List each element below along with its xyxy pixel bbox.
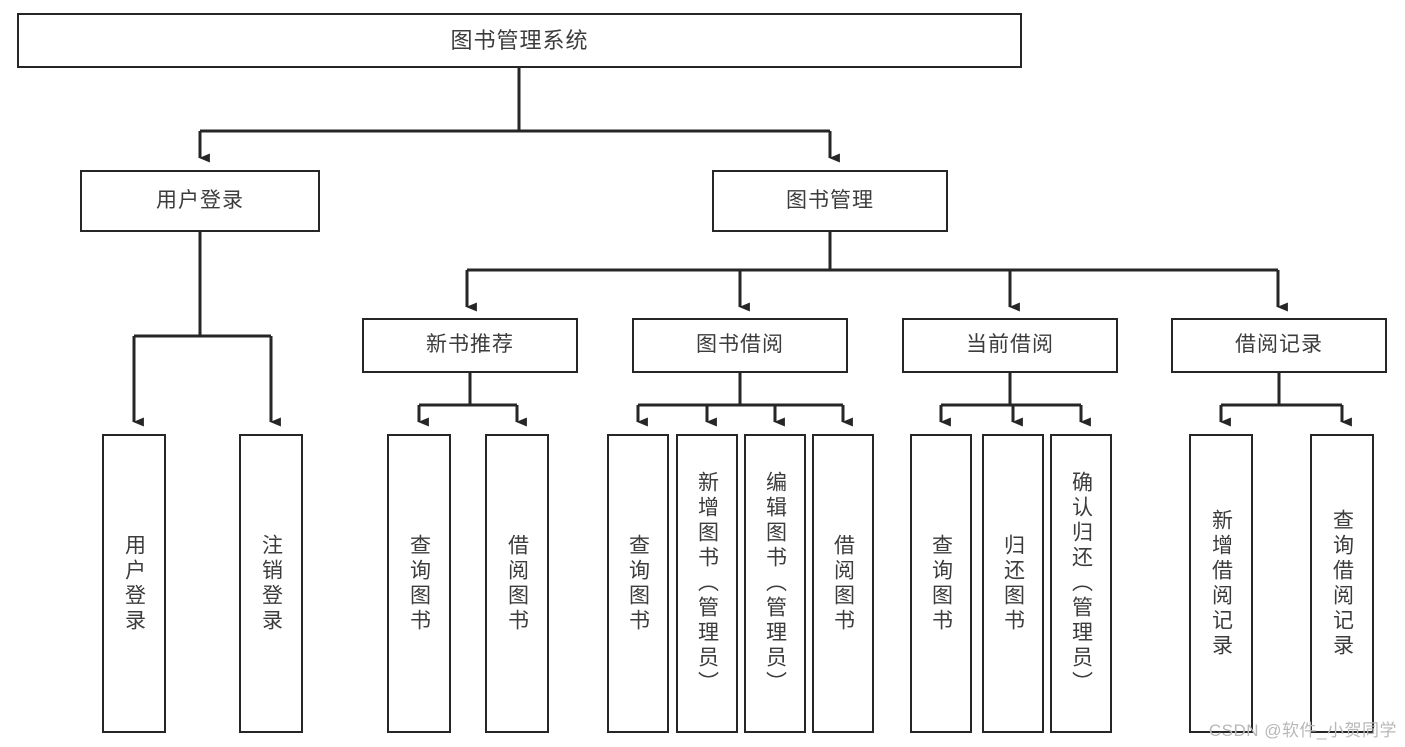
node-leaf-add-book-label: 新增图书（管理员） — [695, 471, 719, 696]
node-leaf-query-record-label: 查询借阅记录 — [1330, 508, 1354, 659]
node-leaf-query-book-2-label: 查询图书 — [626, 533, 650, 634]
node-new-book-rec-label: 新书推荐 — [426, 333, 514, 357]
node-user-login-label: 用户登录 — [156, 188, 244, 212]
node-leaf-borrow-book-2[interactable]: 借阅图书 — [812, 434, 874, 733]
watermark-text: CSDN @软件_小贺同学 — [1208, 721, 1397, 740]
node-book-borrow-label: 图书借阅 — [696, 333, 784, 357]
node-leaf-logout[interactable]: 注销登录 — [239, 434, 303, 733]
node-new-book-rec[interactable]: 新书推荐 — [362, 318, 578, 373]
node-leaf-return-book[interactable]: 归还图书 — [982, 434, 1044, 733]
node-book-manage[interactable]: 图书管理 — [712, 170, 948, 232]
node-leaf-edit-book-label: 编辑图书（管理员） — [763, 471, 787, 696]
node-borrow-record[interactable]: 借阅记录 — [1171, 318, 1387, 373]
node-root[interactable]: 图书管理系统 — [17, 13, 1022, 68]
node-leaf-add-record-label: 新增借阅记录 — [1209, 508, 1233, 659]
node-leaf-borrow-book-2-label: 借阅图书 — [831, 533, 855, 634]
node-leaf-logout-label: 注销登录 — [259, 533, 283, 634]
node-current-borrow-label: 当前借阅 — [966, 333, 1054, 357]
node-root-label: 图书管理系统 — [450, 27, 589, 53]
node-leaf-user-login-label: 用户登录 — [122, 533, 146, 634]
node-leaf-query-book-1-label: 查询图书 — [407, 533, 431, 634]
node-leaf-add-record[interactable]: 新增借阅记录 — [1189, 434, 1253, 733]
node-leaf-confirm-return-label: 确认归还（管理员） — [1069, 471, 1093, 696]
node-leaf-borrow-book-1-label: 借阅图书 — [505, 533, 529, 634]
node-leaf-return-book-label: 归还图书 — [1001, 533, 1025, 634]
node-user-login[interactable]: 用户登录 — [80, 170, 320, 232]
node-leaf-confirm-return[interactable]: 确认归还（管理员） — [1050, 434, 1112, 733]
node-book-borrow[interactable]: 图书借阅 — [632, 318, 848, 373]
node-leaf-query-record[interactable]: 查询借阅记录 — [1310, 434, 1374, 733]
node-book-manage-label: 图书管理 — [786, 188, 874, 212]
node-leaf-query-book-3[interactable]: 查询图书 — [910, 434, 972, 733]
node-leaf-query-book-3-label: 查询图书 — [929, 533, 953, 634]
node-current-borrow[interactable]: 当前借阅 — [902, 318, 1118, 373]
node-leaf-add-book[interactable]: 新增图书（管理员） — [676, 434, 738, 733]
node-leaf-edit-book[interactable]: 编辑图书（管理员） — [744, 434, 806, 733]
node-leaf-user-login[interactable]: 用户登录 — [102, 434, 166, 733]
node-leaf-borrow-book-1[interactable]: 借阅图书 — [485, 434, 549, 733]
node-borrow-record-label: 借阅记录 — [1235, 333, 1323, 357]
node-leaf-query-book-1[interactable]: 查询图书 — [387, 434, 451, 733]
node-leaf-query-book-2[interactable]: 查询图书 — [607, 434, 669, 733]
